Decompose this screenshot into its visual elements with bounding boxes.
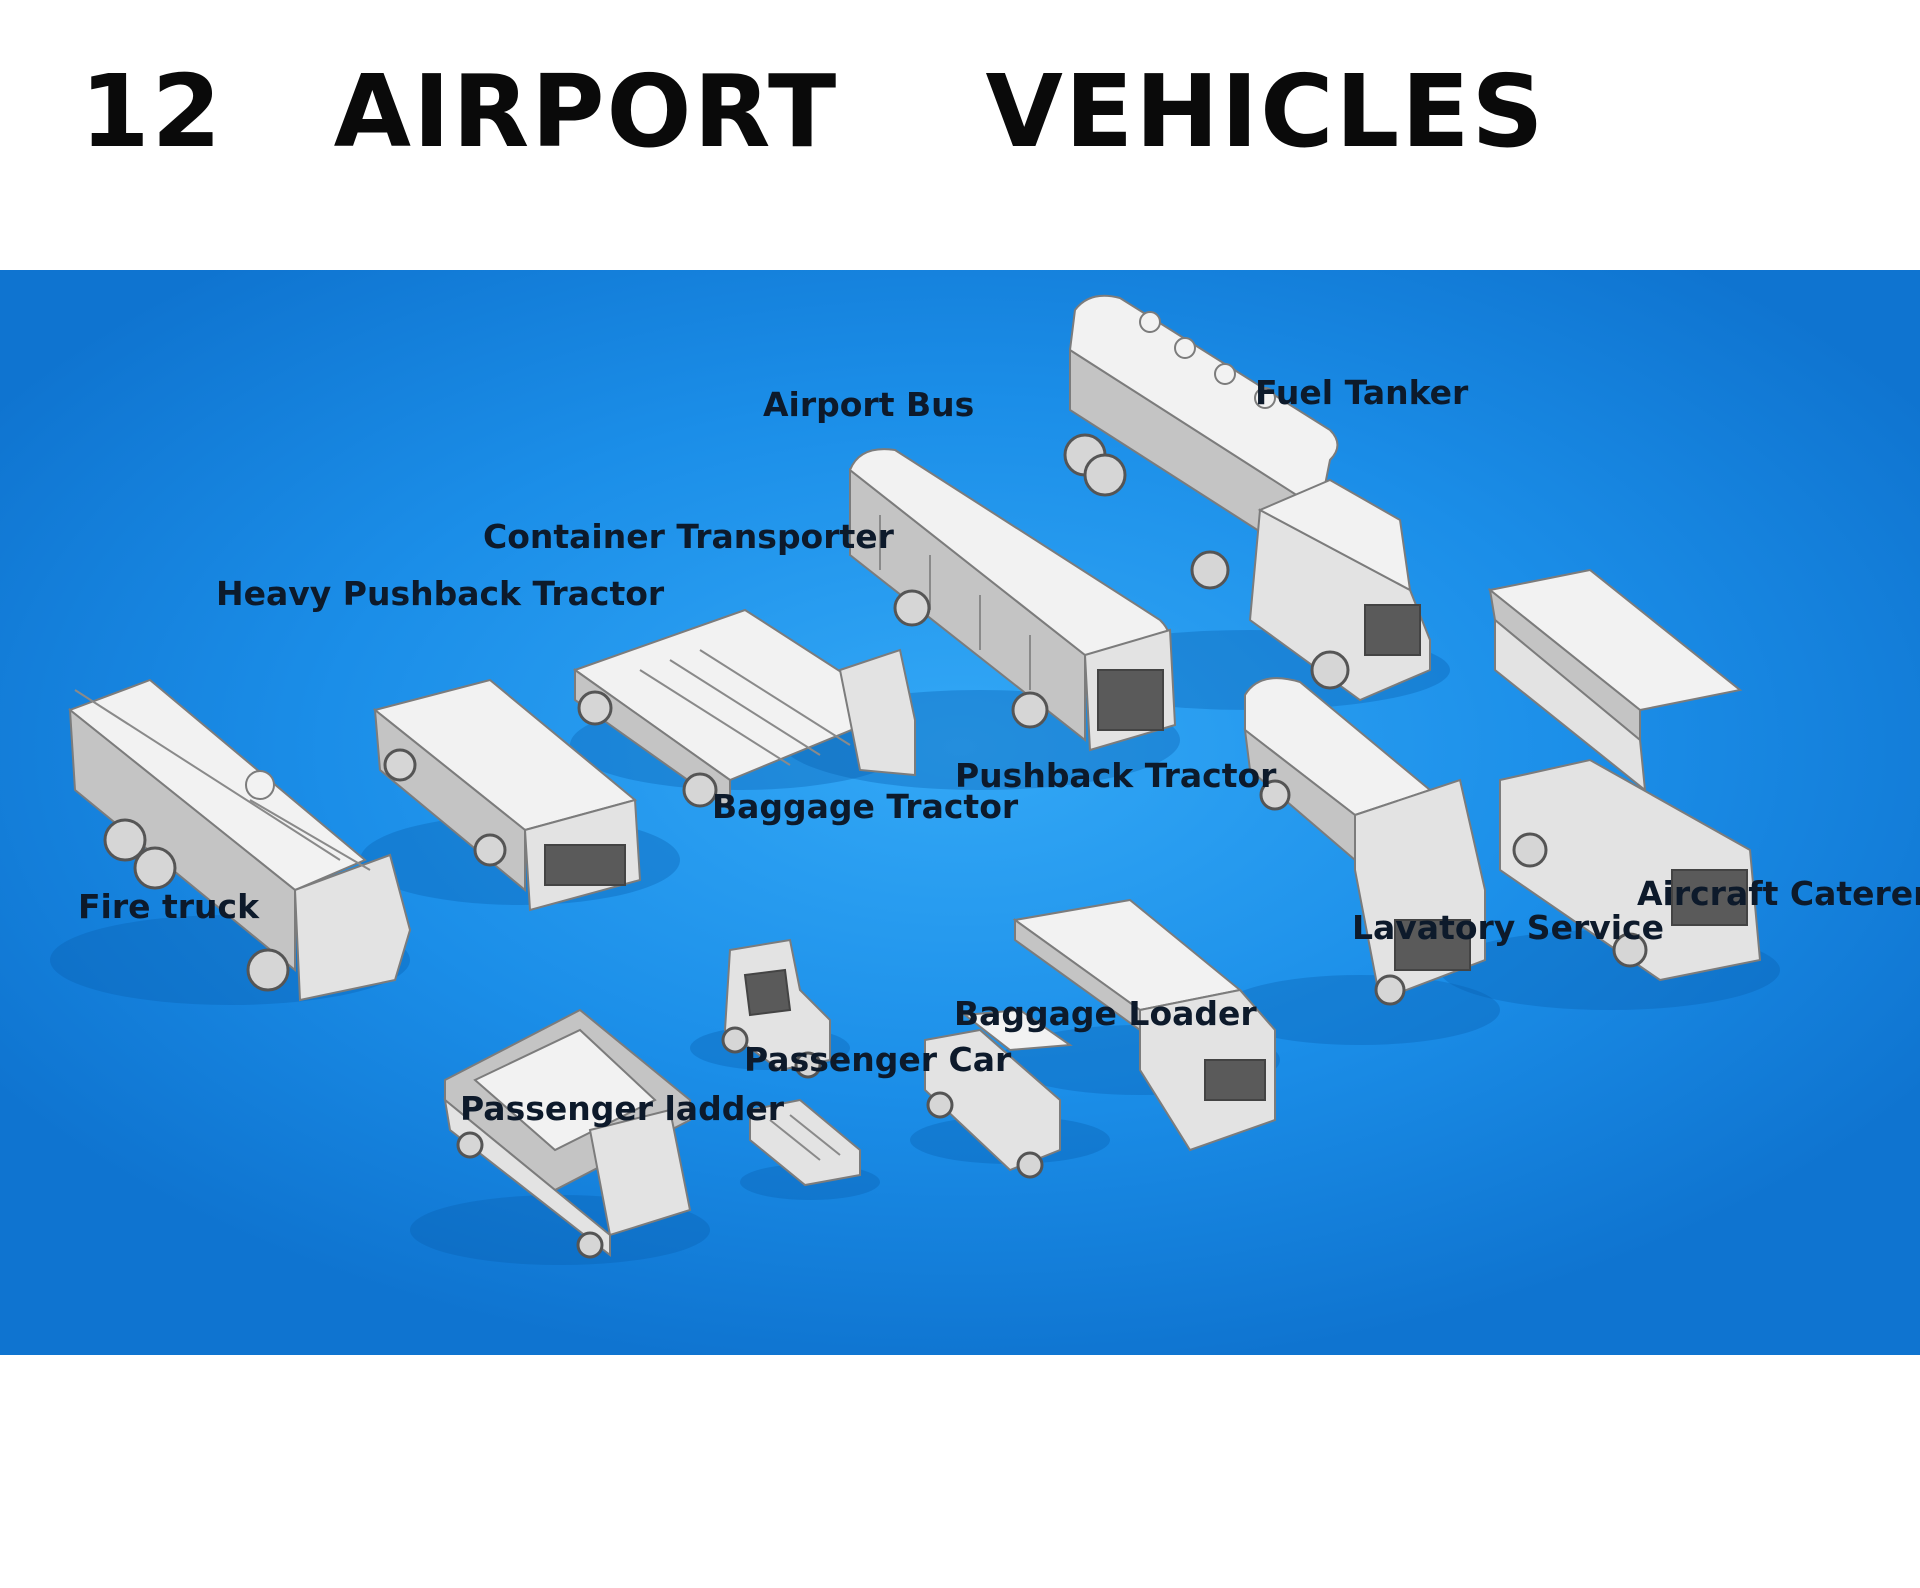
pushback-tractor-illustration <box>1000 898 1280 1152</box>
passenger-car-illustration <box>740 1098 880 1200</box>
fire-truck-illustration <box>50 678 412 1005</box>
lavatory-service-illustration <box>1220 677 1500 1045</box>
label-aircraft-caterer: Aircraft Caterer <box>1637 874 1920 913</box>
label-fuel-tanker: Fuel Tanker <box>1255 373 1469 412</box>
label-pushback-tractor: Pushback Tractor <box>955 756 1277 795</box>
label-container-transporter: Container Transporter <box>483 517 894 556</box>
baggage-loader-illustration <box>910 1008 1110 1179</box>
heavy-pushback-tractor-illustration <box>360 678 680 912</box>
label-baggage-loader: Baggage Loader <box>954 994 1257 1033</box>
aircraft-caterer-illustration <box>1440 568 1780 1010</box>
label-fire-truck: Fire truck <box>78 887 260 926</box>
label-passenger-ladder: Passenger ladder <box>460 1089 784 1128</box>
label-passenger-car: Passenger Car <box>744 1040 1012 1079</box>
passenger-ladder-illustration <box>410 1008 710 1265</box>
baggage-tractor-illustration <box>690 938 850 1079</box>
label-airport-bus: Airport Bus <box>763 385 975 424</box>
container-transporter-illustration <box>570 608 916 812</box>
vehicle-illustrations <box>50 294 1780 1265</box>
label-lavatory-service: Lavatory Service <box>1352 908 1664 947</box>
label-heavy-pushback-tractor: Heavy Pushback Tractor <box>216 574 665 613</box>
page-title: 12 AIRPORT VEHICLES <box>80 53 1546 170</box>
label-baggage-tractor: Baggage Tractor <box>712 787 1019 826</box>
vehicle-panel: Airport Bus Fuel Tanker Container Transp… <box>0 270 1920 1355</box>
